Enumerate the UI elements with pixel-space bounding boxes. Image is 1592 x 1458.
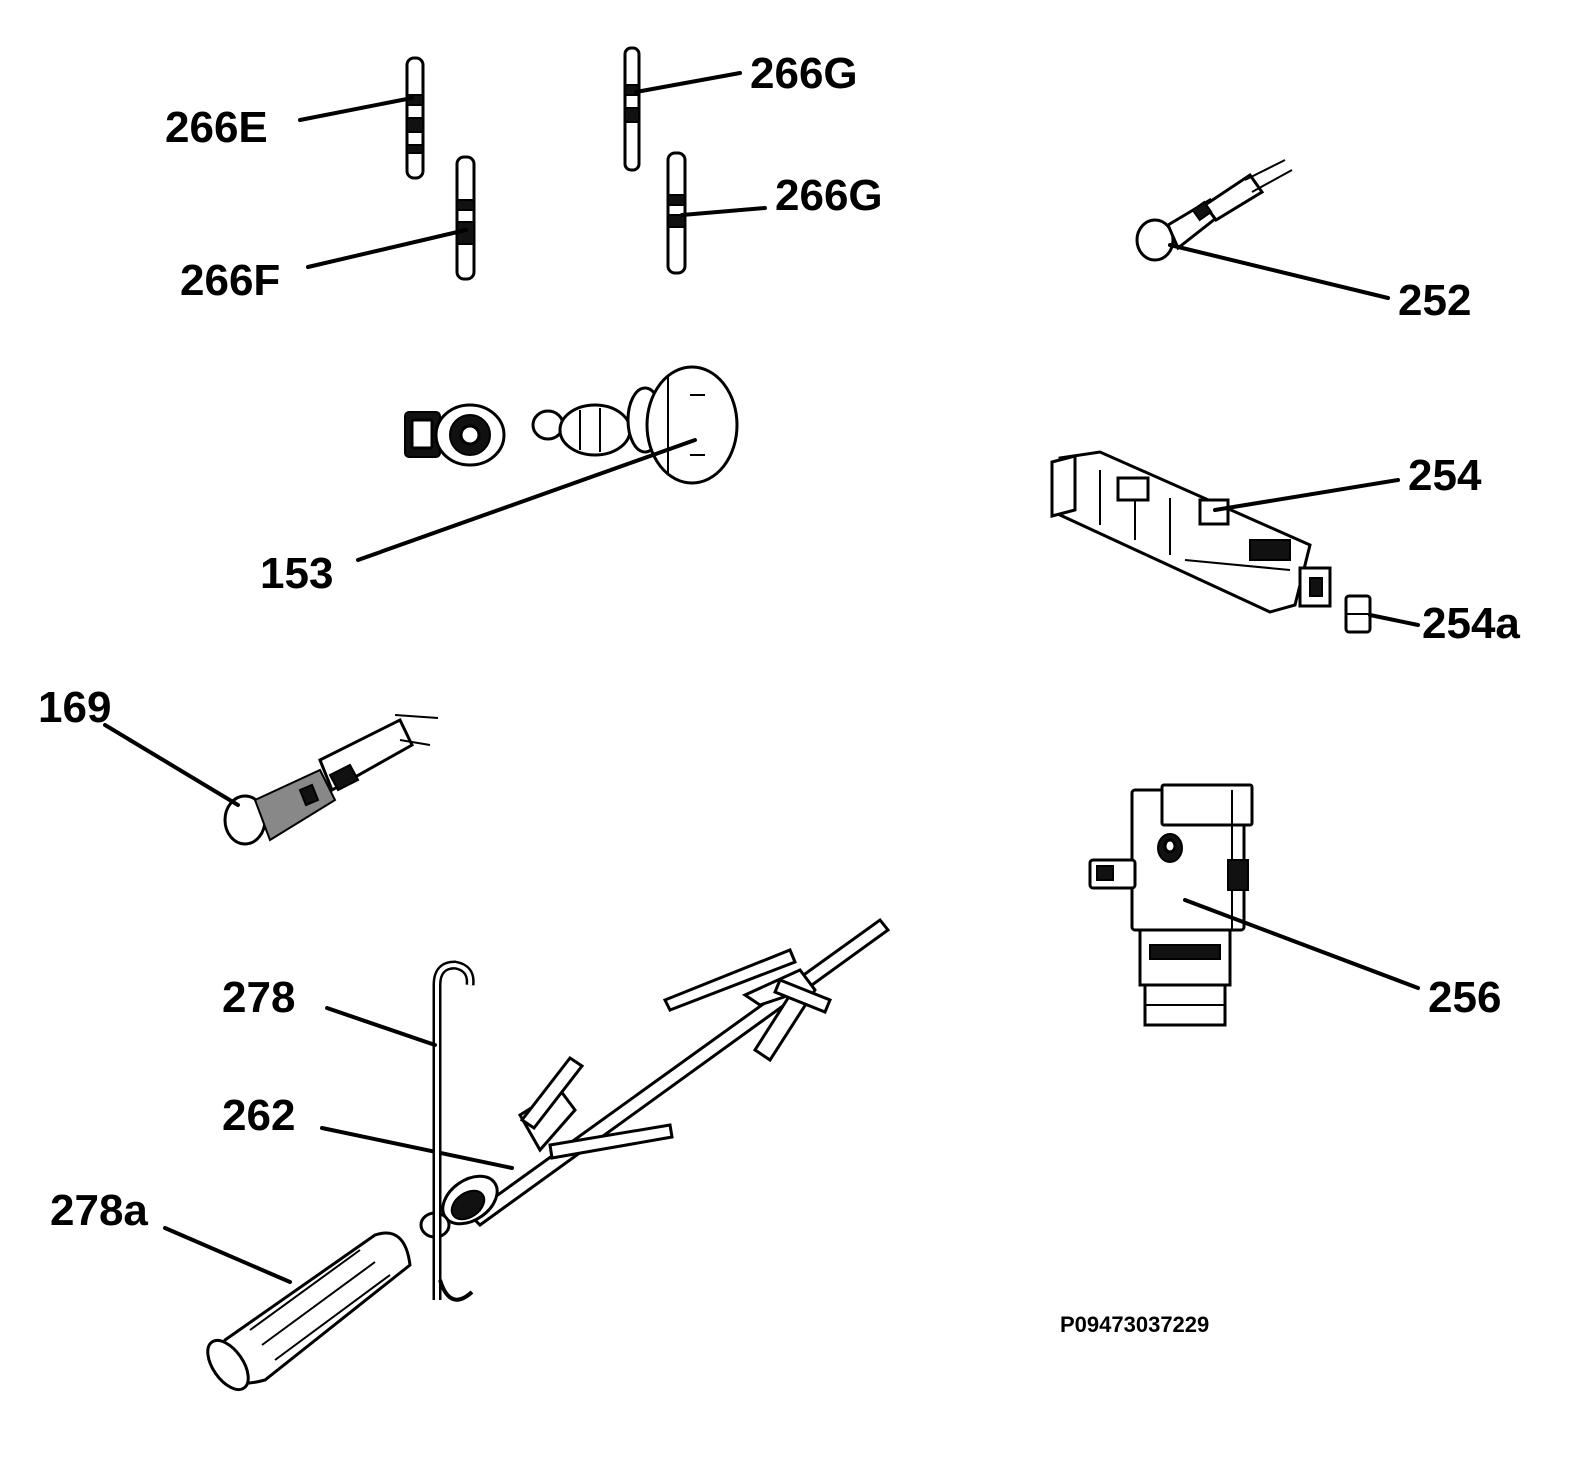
part-254a-valve-nozzle xyxy=(1298,566,1372,634)
leader-252 xyxy=(1168,243,1390,300)
callout-256: 256 xyxy=(1428,973,1501,1022)
part-278-hook-rod xyxy=(432,960,475,1302)
part-256-switch xyxy=(1088,783,1254,1027)
part-262-rotisserie-spit xyxy=(419,917,891,1239)
document-code: P09473037229 xyxy=(1060,1312,1209,1337)
leader-266e xyxy=(298,96,414,122)
callout-266f: 266F xyxy=(180,256,280,305)
part-153-knob-assembly xyxy=(404,365,739,485)
part-278a-handle xyxy=(206,1231,412,1391)
leader-278 xyxy=(325,1006,437,1047)
leader-169 xyxy=(103,723,240,807)
callout-262: 262 xyxy=(222,1091,295,1140)
callout-252: 252 xyxy=(1398,276,1471,325)
leader-262 xyxy=(320,1126,514,1170)
leader-266g-mid xyxy=(680,206,767,217)
callout-254a: 254a xyxy=(1422,599,1520,648)
leader-266f xyxy=(306,228,468,269)
leader-256 xyxy=(1183,898,1420,990)
callout-254: 254 xyxy=(1408,451,1482,500)
callout-169: 169 xyxy=(38,683,111,732)
part-266f-pin xyxy=(455,155,476,281)
leader-278a xyxy=(163,1226,292,1284)
callout-278: 278 xyxy=(222,973,295,1022)
callout-278a: 278a xyxy=(50,1186,148,1235)
part-266e-pin xyxy=(405,56,425,180)
part-266g-top-pin xyxy=(623,46,641,172)
leader-254 xyxy=(1213,478,1400,512)
callout-266g-top: 266G xyxy=(750,49,858,98)
callout-153: 153 xyxy=(260,549,333,598)
part-169-fitting xyxy=(223,714,439,846)
leader-266g-top xyxy=(634,71,742,94)
callout-266g-mid: 266G xyxy=(775,171,883,220)
part-252-fitting xyxy=(1135,159,1293,262)
callout-266e: 266E xyxy=(165,103,268,152)
leader-153 xyxy=(356,438,697,562)
part-266g-mid-pin xyxy=(666,151,687,275)
leader-254a xyxy=(1368,613,1420,627)
part-254-valve-body xyxy=(1050,450,1312,614)
